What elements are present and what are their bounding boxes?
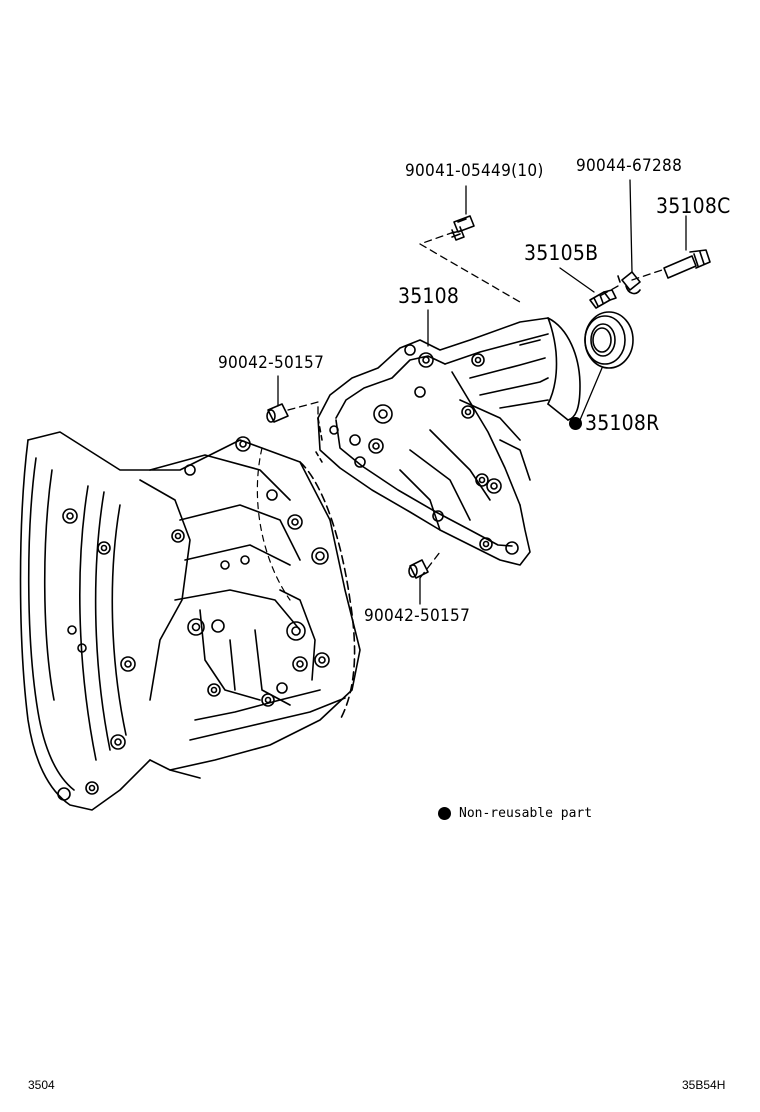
label-seal-text: 35108R [585,411,660,435]
legend: Non-reusable part [438,806,592,821]
footer-left: 3504 [28,1078,55,1092]
label-housing: 35108 [398,284,460,308]
label-sleeve: 90044-67288 [576,156,683,176]
footer-right: 35B54H [682,1078,726,1092]
pin-upper [266,403,289,423]
label-pin-lower: 90042-50157 [364,606,471,626]
breather-part [589,289,617,309]
non-reusable-dot-icon [569,417,582,430]
label-pin-upper: 90042-50157 [218,353,325,373]
extension-housing [315,317,581,566]
pin-lower [408,559,429,579]
transmission-case [19,431,361,811]
label-seal: 35108R [569,413,659,434]
legend-text: Non-reusable part [459,806,593,821]
oil-seal [584,311,634,369]
label-bolt: 90041-05449(10) [405,161,544,181]
label-plug: 35108C [656,194,731,218]
assembly-lines [287,231,663,579]
label-breather: 35105B [524,241,599,265]
bolt-part [451,215,475,241]
legend-dot-icon [438,807,451,820]
plug-part [663,249,711,279]
sleeve-part [617,271,641,295]
leader-lines [277,179,687,605]
